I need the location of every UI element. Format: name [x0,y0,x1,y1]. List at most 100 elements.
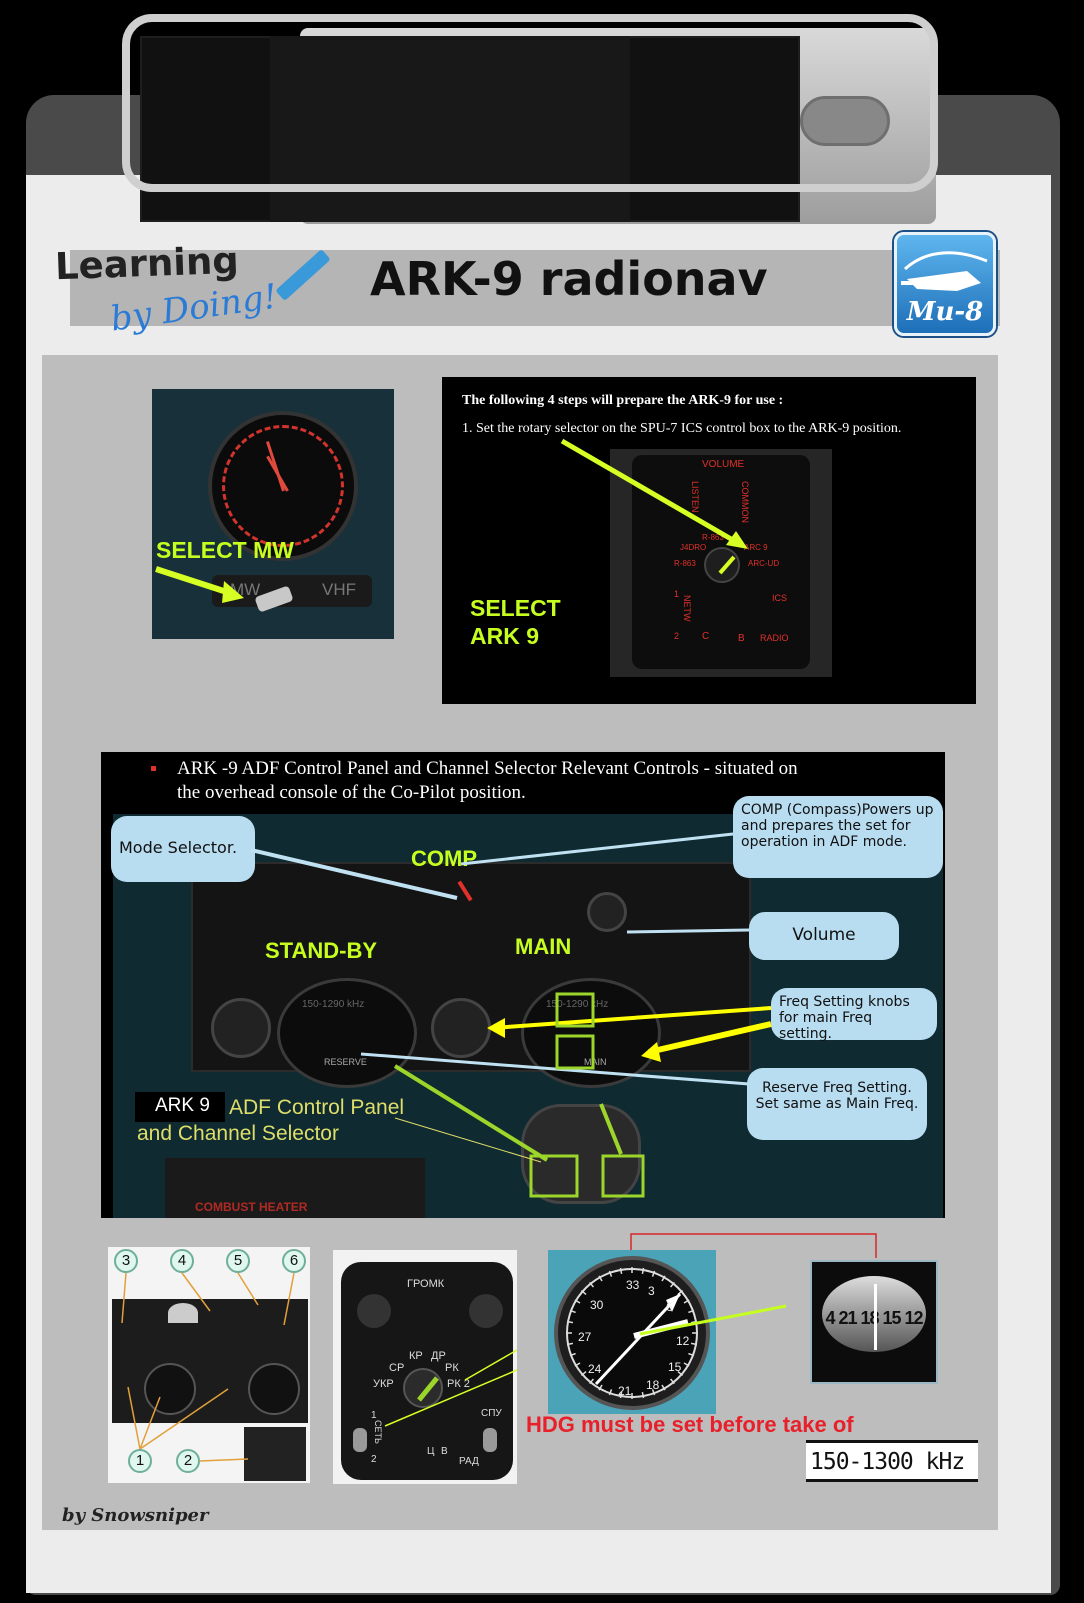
comp-callout: COMP (Compass)Powers up and prepares the… [733,796,943,878]
gromk-left-knob[interactable] [357,1294,391,1328]
spu-r1-text: R-863 [702,533,724,542]
mode-selector-callout: Mode Selector. [111,816,255,882]
standby-knob[interactable] [211,998,271,1058]
hsi-tick [574,1362,581,1367]
mw-vhf-switch-plate: MW VHF [212,575,372,607]
combust-heater-text: COMBUST HEATER [195,1200,308,1214]
marker-4: 4 [170,1249,194,1273]
hsi-tick [569,1352,576,1357]
marker-1: 1 [128,1449,152,1473]
hsi-tick [683,1299,690,1304]
spu-r3-text: ARC 9 [744,543,768,552]
radio-toggle[interactable] [483,1428,497,1452]
freq-setting-callout: Freq Setting knobs for main Freq setting… [771,988,937,1042]
rk-text: РК [445,1362,459,1374]
marker-3: 3 [114,1249,138,1273]
header-bar [70,250,1000,326]
hsi-27: 27 [578,1330,592,1344]
hsi-12: 12 [676,1334,690,1348]
hsi-33: 33 [626,1278,640,1292]
lubber-line [874,1284,877,1350]
gromk-right-knob[interactable] [469,1294,503,1328]
spu-intro-text: The following 4 steps will prepare the A… [462,393,784,408]
russian-spu-arrow [384,1349,517,1427]
marker-6: 6 [282,1249,306,1273]
set-text: СЕТЬ [373,1420,383,1444]
spu-r4-text: ARC-UD [748,559,780,568]
spu-rotary-selector[interactable] [704,547,740,583]
ark9-meter [168,1303,198,1323]
spu-r5-text: R-863 [674,559,696,568]
hsi-tick [690,1320,698,1324]
spu-radio-text: RADIO [760,633,789,643]
hsi-tick [641,1391,645,1399]
hsi-tick [589,1281,595,1288]
spu-c-text: C [702,631,710,642]
spu-listen-text: LISTEN [690,481,700,513]
spu-r2-text: J4DRO [680,543,707,552]
hsi-15: 15 [668,1360,682,1374]
helicopter-badge: Ми-8 [894,232,996,336]
clip-wire-frame [122,14,938,192]
adf-heading-2: the overhead console of the Co-Pilot pos… [177,782,526,803]
v-text: В [441,1446,448,1457]
magnetic-compass: 4 21 18 15 12 [810,1260,938,1384]
n1-text: 1 [371,1410,377,1421]
marker-leader-lines [121,1272,295,1462]
ark9-right-dial[interactable] [248,1363,300,1415]
spu7-russian-panel: ГРОМК УКР СР КР ДР РК РК 2 СПУ РАД СЕТЬ … [333,1250,517,1484]
spu-n2-text: 2 [674,631,680,641]
ts-text: Ц [427,1446,435,1457]
adf-bullet [151,766,156,771]
hsi-tick [669,1281,675,1288]
volume-knob[interactable] [587,892,627,932]
ark9-selector-plate [244,1427,306,1481]
hsi-tick [688,1352,695,1357]
logo-learning: Learning [54,238,240,289]
hsi-tick [677,1370,684,1376]
main-freq-readout: 150-1290 kHz [546,999,609,1010]
sr-text: СР [389,1362,405,1374]
hsi-tick [566,1342,574,1346]
helicopter-icon [901,251,988,291]
hsi-tick [608,1389,613,1396]
comp-label: COMP [411,846,477,871]
main-section-label: MAIN [515,934,572,959]
author-credit: by Snowsniper [62,1505,209,1526]
standby-freq-display: 150-1290 kHz RESERVE [277,978,417,1088]
freq-band-text: 150-1300 kHz [810,1449,965,1475]
hsi-30: 30 [590,1298,604,1312]
combust-heater-strip: COMBUST HEATER [165,1158,425,1218]
hsi-tick [683,1362,690,1367]
hsi-tick [598,1384,603,1391]
spu-control-box: VOLUME LISTEN COMMON J4DRO R-863 ARC 9 R… [610,449,832,677]
hsi-tick [580,1370,587,1376]
hsi-marks [566,1267,698,1399]
rk2-text: РК 2 [447,1378,470,1390]
kr-text: КР [409,1350,423,1362]
adf-annotation-lines [250,832,772,1198]
hsi-tick [619,1391,623,1399]
hsi-tick [651,1270,656,1277]
hsi-tick [574,1299,581,1304]
dr-text: ДР [431,1350,446,1362]
select-ark9-label-1: SELECT [470,595,561,621]
select-ark9-label-2: ARK 9 [470,623,540,649]
ukr-text: УКР [373,1378,394,1390]
adf-panel: ARK -9 ADF Control Panel and Channel Sel… [101,752,945,1218]
hsi-tick [690,1342,698,1346]
net-toggle[interactable] [353,1428,367,1452]
ark9-left-dial[interactable] [144,1363,196,1415]
hsi-21: 21 [618,1384,632,1398]
n2-text: 2 [371,1454,377,1465]
mw-selector-panel: SELECT MW MW VHF [152,389,394,639]
hsi-6: 6 [666,1300,673,1314]
hsi-3: 3 [648,1284,655,1298]
adf-caption-1: ADF Control Panel [229,1096,405,1119]
switch-vhf-text: VHF [322,580,356,599]
russian-rotary-selector[interactable] [403,1368,443,1408]
hsi-tick [589,1378,595,1385]
spu-ics-text: ICS [772,593,788,603]
marker-5: 5 [226,1249,250,1273]
clock-dial [208,411,358,561]
